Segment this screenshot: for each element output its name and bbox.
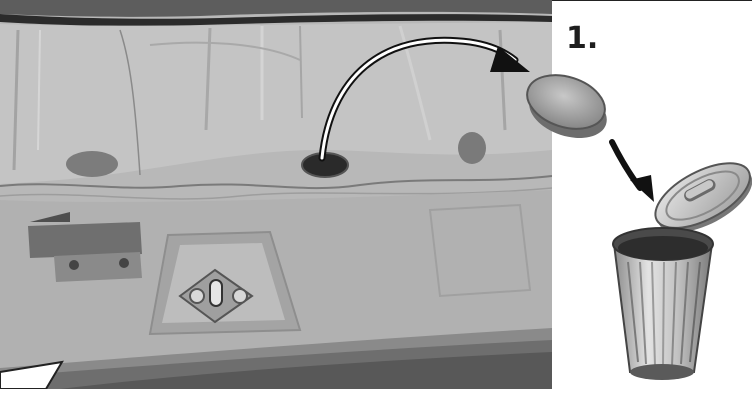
drain-hole-right xyxy=(458,132,486,164)
boot-floor-panel xyxy=(0,0,552,389)
drain-hole-left xyxy=(66,151,118,177)
step-number: 1. xyxy=(566,24,598,54)
